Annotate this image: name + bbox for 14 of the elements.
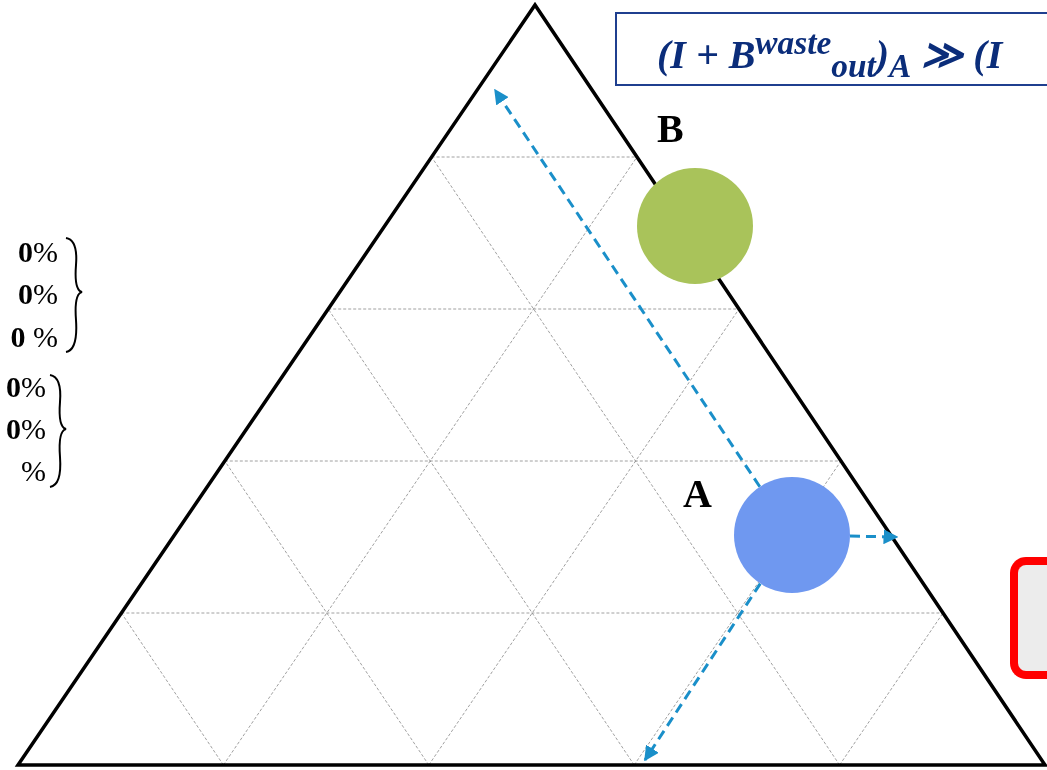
formula-box	[615, 12, 1047, 86]
percentage-text: 0%	[6, 412, 46, 446]
percentage-text: 0%	[6, 370, 46, 404]
dashed-arrow	[849, 529, 899, 545]
point-label: A	[683, 470, 712, 517]
dashed-arrow	[493, 88, 762, 488]
dashed-arrow	[643, 582, 762, 762]
percentage-text: 0%	[18, 277, 58, 311]
formula-text: (I + B$^{waste}$$_{out}$)$_{A}$ ≫ (I	[657, 24, 1003, 86]
percentage-text: %	[21, 454, 46, 488]
highlight-box	[1010, 557, 1047, 679]
percentage-text: 0%	[18, 235, 58, 269]
point-label: B	[657, 105, 684, 152]
percentage-text: 0 %	[10, 320, 58, 354]
